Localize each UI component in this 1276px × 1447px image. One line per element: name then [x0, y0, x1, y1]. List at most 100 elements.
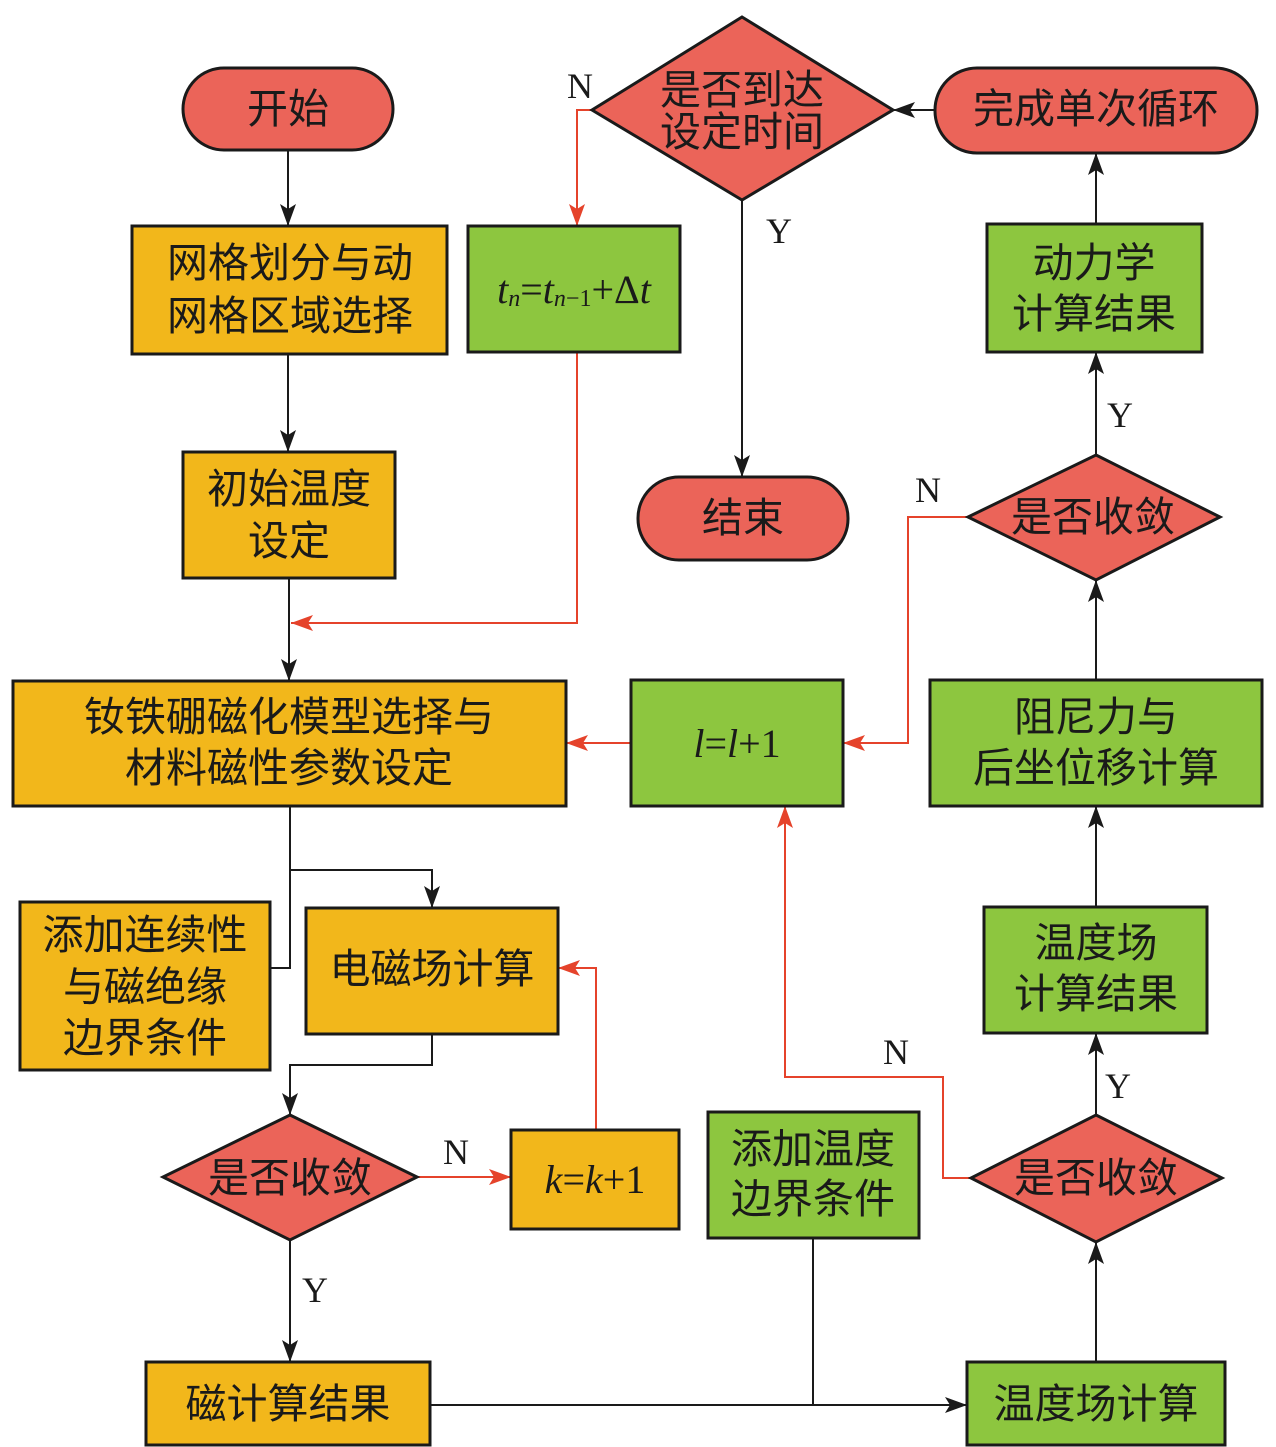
edge-time-check-no-to-time-step: [569, 109, 592, 226]
edge-label-thermal-yes: Y: [1105, 1066, 1131, 1106]
thermal-calc-label: 温度场计算: [994, 1381, 1199, 1427]
em-calc-label: 电磁场计算: [330, 946, 535, 992]
loop-complete-label: 完成单次循环: [973, 86, 1219, 132]
thermal-result-shape: [982, 905, 1209, 1035]
em-calc-process: 电磁场计算: [304, 906, 560, 1036]
k-increment-token-3: k: [585, 1157, 604, 1202]
mesh-label-line-2: 网格区域选择: [167, 293, 413, 339]
loop-complete-terminal: 完成单次循环: [933, 66, 1259, 155]
l-increment-formula: l=l+1: [693, 721, 780, 766]
edge-label-em-yes: Y: [302, 1270, 328, 1310]
dynamics-result-shape: [985, 222, 1204, 354]
time-check-label-line-2: 设定时间: [660, 109, 824, 155]
time-step-process: tn=tn−1+Δt: [466, 224, 682, 354]
k-increment-token-4: +1: [603, 1157, 646, 1202]
magnet-model-shape: [11, 679, 568, 808]
continuity-bc-label-line-2: 与磁绝缘: [63, 964, 227, 1010]
time-step-token-8: t: [640, 267, 652, 312]
time-check-label-line-1: 是否到达: [660, 67, 824, 113]
continuity-bc-shape: [18, 900, 272, 1072]
continuity-bc-label-line-1: 添加连续性: [43, 912, 248, 958]
initial-temperature-shape: [181, 450, 397, 580]
edge-k-increment-to-em-calc: [558, 960, 597, 1130]
edge-label-time-check-no: N: [567, 66, 593, 106]
thermal-converge-label: 是否收敛: [1014, 1155, 1178, 1201]
time-step-token-6: −1: [566, 286, 592, 312]
k-increment-token-1: k: [545, 1157, 564, 1202]
k-increment-shape: [509, 1128, 681, 1231]
em-calc-shape: [304, 906, 560, 1036]
damping-calc-shape: [928, 678, 1264, 808]
thermal-bc-shape: [706, 1110, 921, 1240]
dynamics-converge-shape: [964, 453, 1224, 582]
initial-temperature-process: 初始温度 设定: [181, 450, 397, 580]
time-step-token-7: +Δ: [591, 267, 639, 312]
time-step-token-2: n: [508, 286, 520, 312]
l-increment-shape: [629, 678, 845, 808]
edge-label-dynamics-no: N: [915, 470, 941, 510]
l-increment-process: l=l+1: [629, 678, 845, 808]
thermal-result-label-line-2: 计算结果: [1014, 971, 1178, 1017]
mesh-label-line-1: 网格划分与动: [167, 240, 413, 286]
l-increment-token-3: l: [727, 721, 738, 766]
edge-dynamics-converge-no-to-l-increment: [843, 516, 968, 751]
edge-label-time-check-yes: Y: [766, 211, 792, 251]
initial-temperature-label-line-2: 设定: [248, 518, 330, 564]
damping-calc-label-line-2: 后坐位移计算: [973, 745, 1219, 791]
damping-calc-process: 阻尼力与 后坐位移计算: [928, 678, 1264, 808]
time-step-token-3: =: [520, 267, 543, 312]
edge-thermal-converge-no-to-l-increment: [777, 806, 971, 1179]
continuity-bc-label-line-3: 边界条件: [63, 1015, 227, 1061]
magnetic-result-shape: [144, 1360, 432, 1447]
time-step-token-4: t: [543, 267, 555, 312]
start-terminal: 开始: [181, 66, 395, 152]
continuity-bc-process: 添加连续性 与磁绝缘 边界条件: [18, 900, 272, 1072]
time-step-token-5: n: [554, 286, 566, 312]
l-increment-token-1: l: [693, 721, 704, 766]
time-step-formula: tn=tn−1+Δt: [497, 267, 652, 313]
thermal-bc-process: 添加温度 边界条件: [706, 1110, 921, 1240]
edge-branch-to-em-calc: [290, 869, 440, 908]
time-step-shape: [466, 224, 682, 354]
magnet-model-process: 钕铁硼磁化模型选择与 材料磁性参数设定: [11, 679, 568, 808]
thermal-result-process: 温度场 计算结果: [982, 905, 1209, 1035]
time-check-shape: [589, 15, 896, 202]
loop-complete-shape: [933, 66, 1259, 155]
dynamics-result-label-line-1: 动力学: [1033, 240, 1156, 286]
thermal-converge-shape: [967, 1113, 1226, 1244]
damping-calc-label-line-1: 阻尼力与: [1014, 694, 1178, 740]
edge-time-step-to-magnet-model: [291, 352, 578, 631]
em-converge-label: 是否收敛: [208, 1155, 372, 1201]
end-shape: [636, 475, 850, 562]
time-check-decision: 是否到达 设定时间: [589, 15, 896, 202]
end-terminal: 结束: [636, 475, 850, 562]
magnetic-result-label: 磁计算结果: [186, 1381, 391, 1427]
edge-em-calc-to-em-converge: [282, 1034, 433, 1115]
thermal-result-label-line-1: 温度场: [1035, 920, 1158, 966]
edge-magnet-model-to-continuity-bc: [270, 806, 291, 969]
em-converge-decision: 是否收敛: [159, 1113, 421, 1242]
magnetic-result-process: 磁计算结果: [144, 1360, 432, 1447]
thermal-converge-decision: 是否收敛: [967, 1113, 1226, 1244]
dynamics-converge-label: 是否收敛: [1011, 494, 1175, 540]
start-shape: [181, 66, 395, 152]
edge-label-em-no: N: [443, 1132, 469, 1172]
dynamics-result-process: 动力学 计算结果: [985, 222, 1204, 354]
initial-temperature-label-line-1: 初始温度: [207, 466, 371, 512]
k-increment-token-2: =: [562, 1157, 585, 1202]
thermal-calc-shape: [965, 1360, 1227, 1447]
time-step-token-1: t: [497, 267, 509, 312]
mesh-shape: [130, 224, 449, 356]
edge-label-thermal-no: N: [883, 1032, 909, 1072]
start-label: 开始: [247, 86, 329, 132]
dynamics-converge-decision: 是否收敛: [964, 453, 1224, 582]
k-increment-formula: k=k+1: [545, 1157, 646, 1202]
edge-labels: N Y N Y N Y N Y: [302, 66, 1133, 1310]
magnet-model-label-line-2: 材料磁性参数设定: [125, 745, 453, 791]
thermal-bc-label-line-2: 边界条件: [731, 1176, 895, 1222]
edge-label-dynamics-yes: Y: [1107, 395, 1133, 435]
l-increment-token-2: =: [704, 721, 727, 766]
edges: [270, 102, 1104, 1413]
magnet-model-label-line-1: 钕铁硼磁化模型选择与: [84, 694, 494, 740]
dynamics-result-label-line-2: 计算结果: [1012, 291, 1176, 337]
